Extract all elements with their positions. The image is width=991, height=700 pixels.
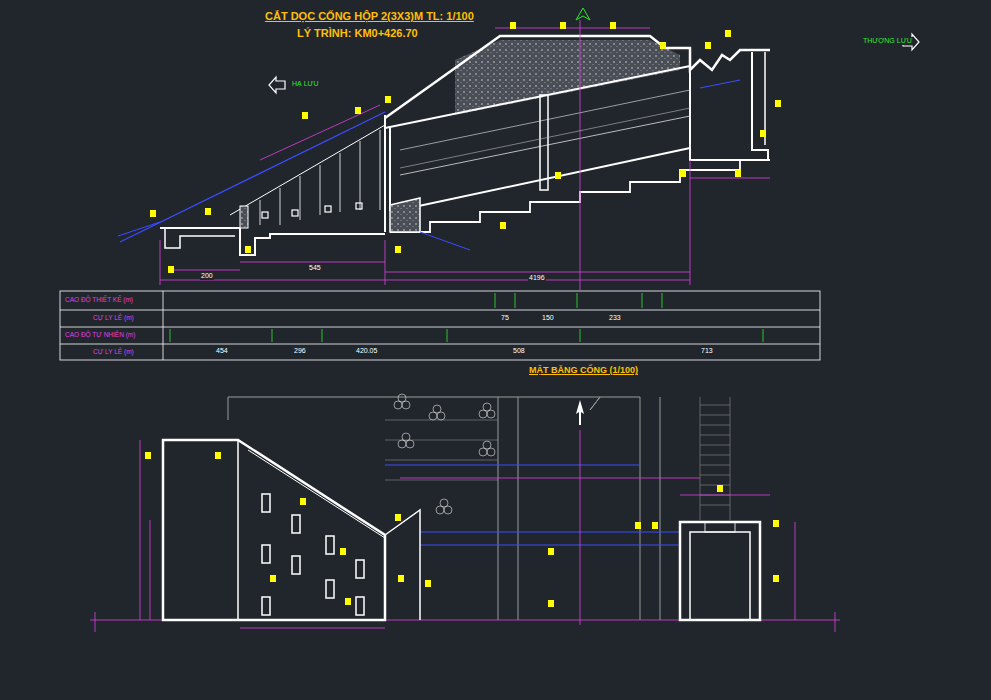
drawing-title: CẮT DỌC CỐNG HỘP 2(3X3)M TL: 1/100 bbox=[264, 10, 475, 22]
dimension-value: 545 bbox=[308, 264, 322, 272]
table-cell: 75 bbox=[500, 314, 510, 322]
flow-direction: THƯỢNG LƯU bbox=[862, 37, 913, 45]
table-row-header: CỰ LY LẺ (m) bbox=[92, 348, 135, 355]
table-row-header: CAO ĐỘ THIẾT KẾ (m) bbox=[64, 296, 134, 303]
table-cell: 713 bbox=[700, 347, 714, 355]
table-cell: 150 bbox=[541, 314, 555, 322]
table-cell: 508 bbox=[512, 347, 526, 355]
dimension-value: 4196 bbox=[528, 274, 546, 282]
table-row-header: CỰ LY LẺ (m) bbox=[92, 314, 135, 321]
flow-direction: HẠ LƯU bbox=[291, 80, 320, 88]
dimension-value: 200 bbox=[200, 272, 214, 280]
table-cell: 420.05 bbox=[355, 347, 378, 355]
station-label: LÝ TRÌNH: KM0+426.70 bbox=[296, 27, 419, 39]
plan-title: MẶT BẰNG CỐNG (1/100) bbox=[528, 366, 639, 376]
table-cell: 233 bbox=[608, 314, 622, 322]
table-cell: 454 bbox=[215, 347, 229, 355]
table-cell: 296 bbox=[293, 347, 307, 355]
table-row-header: CAO ĐỘ TỰ NHIÊN (m) bbox=[64, 331, 136, 338]
